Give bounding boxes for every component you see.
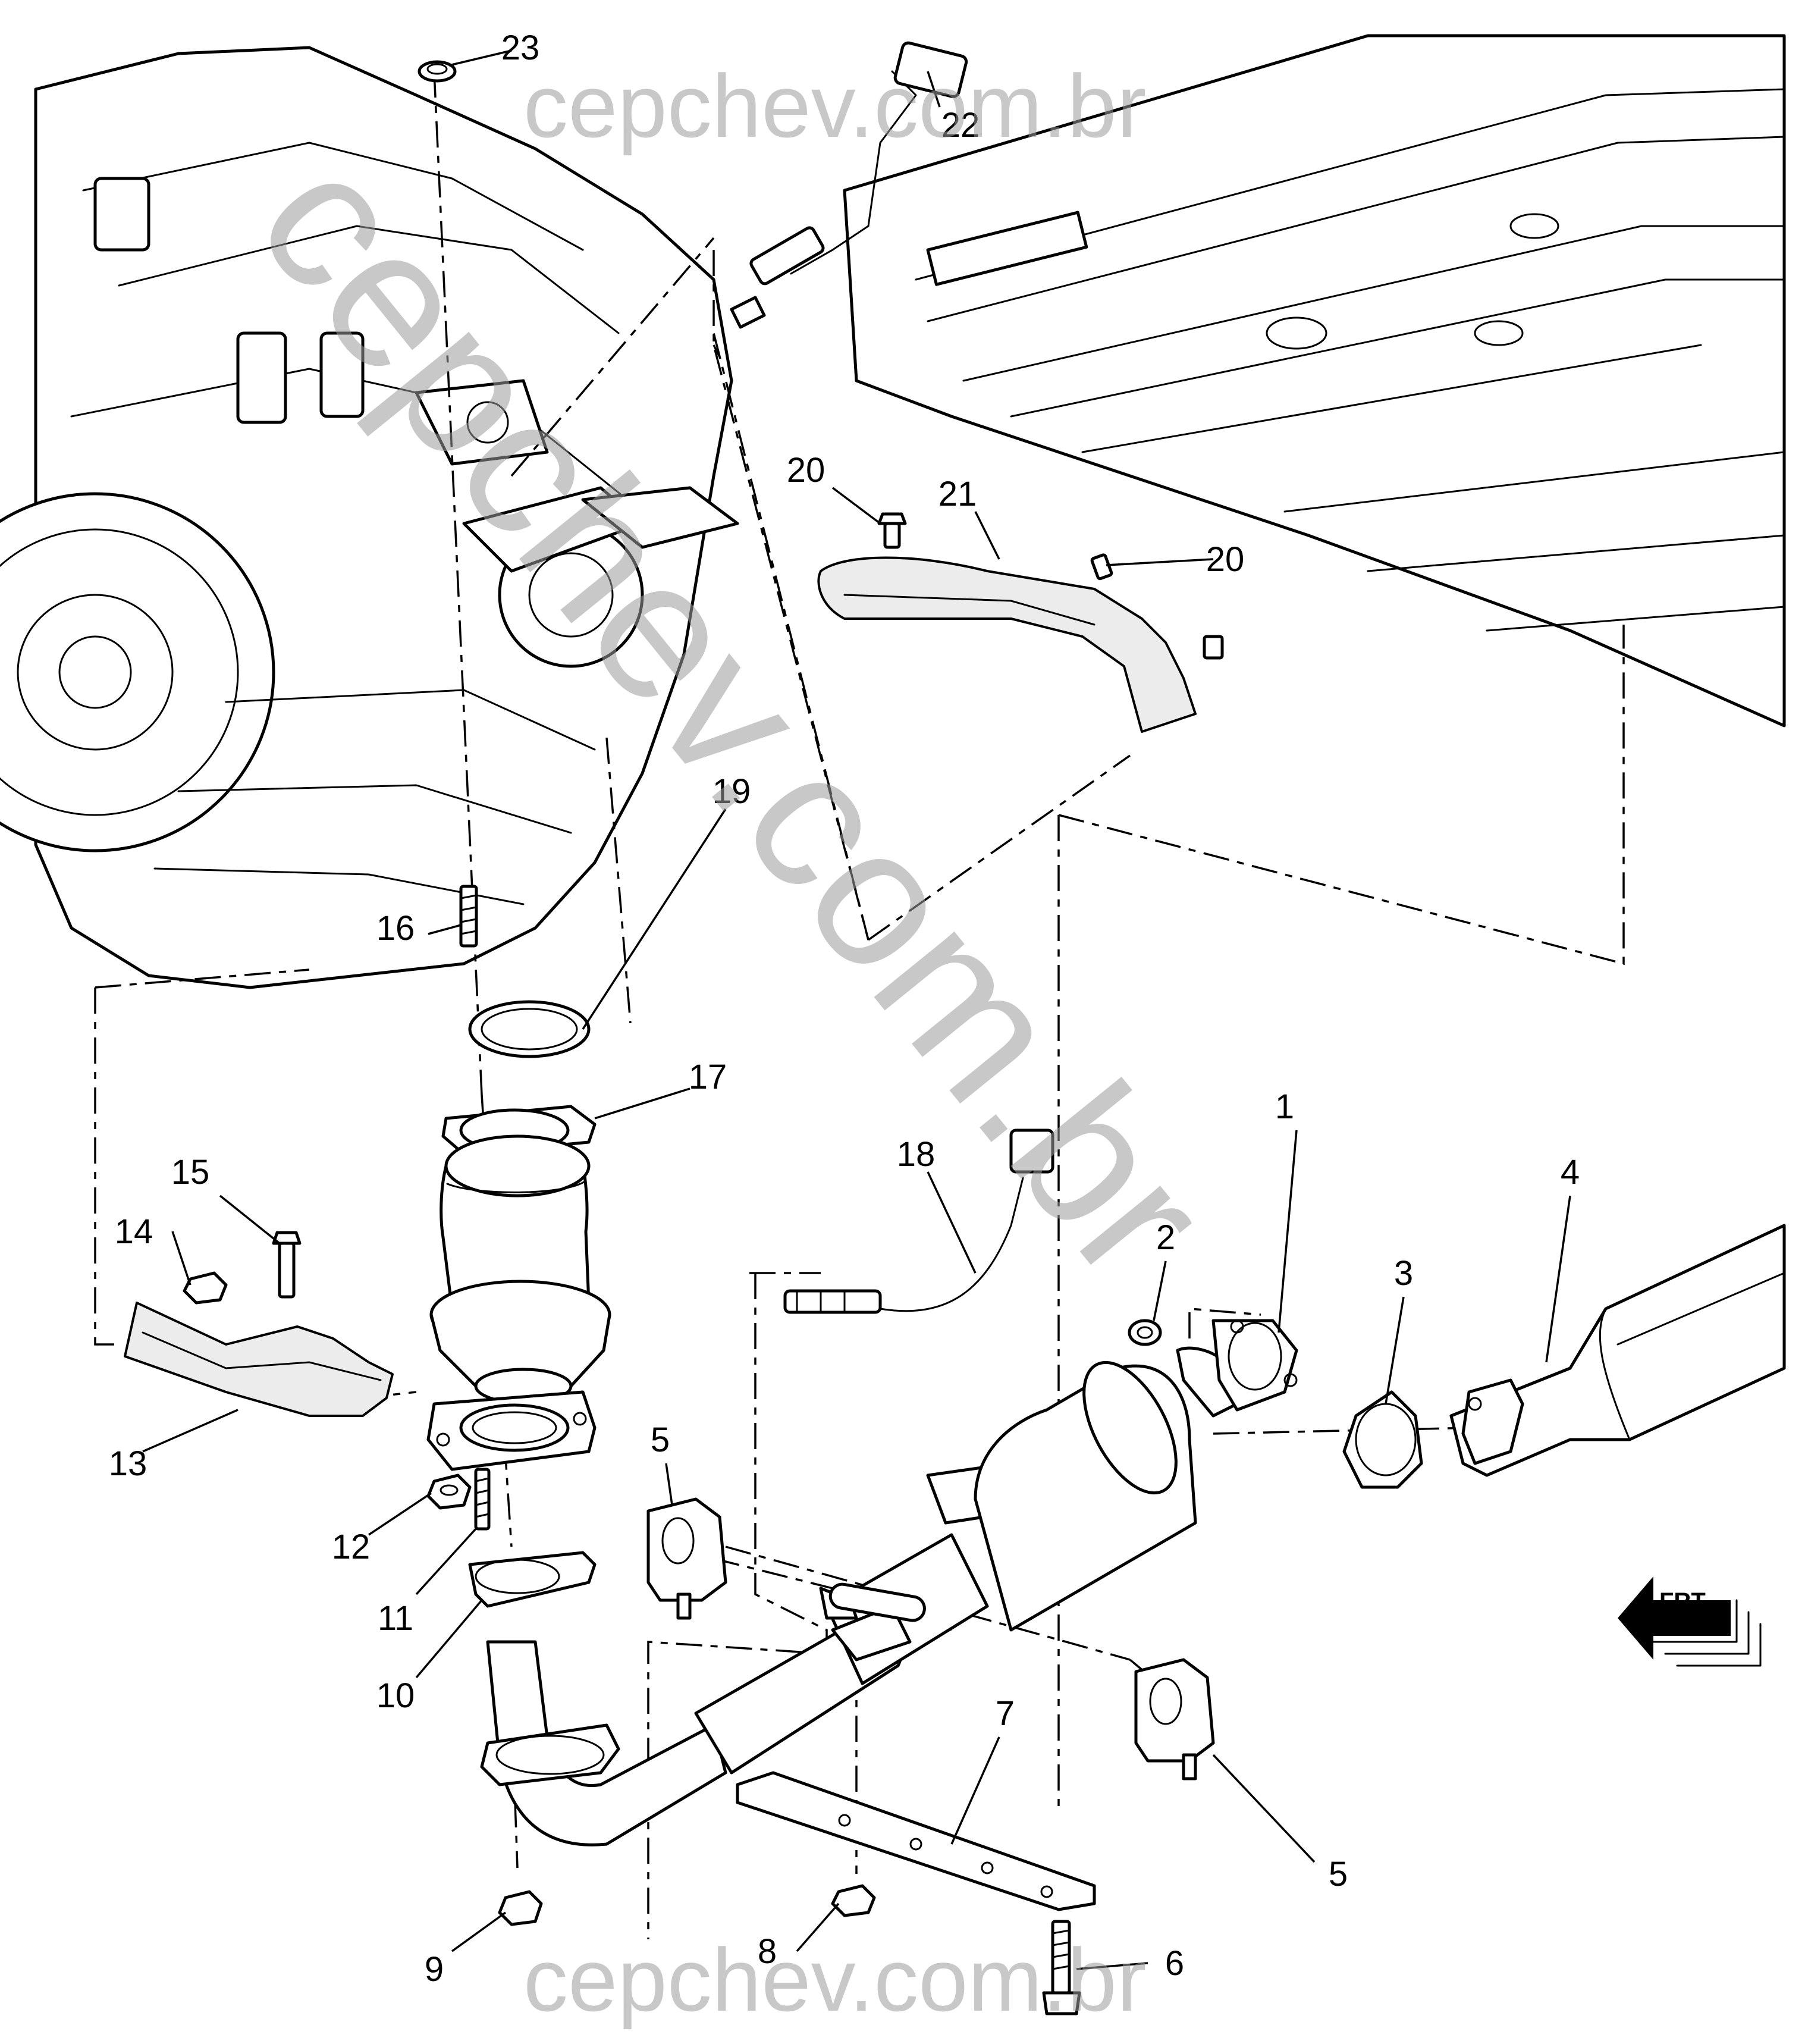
part-17-catalytic-converter <box>429 1105 611 1405</box>
front-direction-indicator: FRT <box>1618 1576 1762 1667</box>
callout-labels: 1 2 3 4 5 5 6 7 8 9 10 11 12 13 14 15 16… <box>109 29 1580 1989</box>
part-3-gasket <box>1342 1390 1423 1489</box>
front-exhaust-pipe <box>480 1462 1025 1847</box>
callout-18: 18 <box>897 1135 936 1174</box>
callout-15: 15 <box>171 1153 210 1192</box>
part-18-lower-oxygen-sensor <box>783 1128 1054 1314</box>
callout-6: 6 <box>1165 1944 1184 1983</box>
part-4-rear-muffler <box>1449 1224 1786 1477</box>
part-1-resonator <box>974 1319 1298 1632</box>
callout-19: 19 <box>712 772 751 811</box>
callout-22: 22 <box>941 106 980 145</box>
callout-5-upper: 5 <box>651 1421 670 1459</box>
part-14-nut <box>183 1271 228 1305</box>
callout-1: 1 <box>1275 1087 1294 1126</box>
callout-17: 17 <box>689 1058 727 1096</box>
part-8-nut <box>831 1884 876 1917</box>
part-9-nut <box>498 1890 543 1926</box>
part-21-heat-shield <box>817 556 1197 733</box>
front-direction-label: FRT <box>1659 1588 1706 1614</box>
flywheel <box>0 492 275 852</box>
part-5-hanger-upper <box>646 1497 727 1620</box>
callout-8: 8 <box>758 1932 777 1971</box>
part-10-gasket <box>468 1551 597 1608</box>
part-2-nut <box>1128 1319 1162 1346</box>
callout-4: 4 <box>1561 1153 1580 1192</box>
part-13-lower-shield <box>124 1302 394 1417</box>
front-direction-arrow-icon <box>1618 1576 1731 1660</box>
part-20-bolts <box>877 512 1224 660</box>
callout-20-left: 20 <box>787 451 825 490</box>
callout-13: 13 <box>109 1444 147 1483</box>
callout-11: 11 <box>378 1599 413 1638</box>
leader-lines <box>142 49 1571 1970</box>
callout-23: 23 <box>501 29 540 67</box>
callout-7: 7 <box>996 1694 1015 1733</box>
vehicle-underbody <box>843 34 1786 728</box>
callout-16: 16 <box>376 909 415 948</box>
callout-2: 2 <box>1156 1218 1175 1257</box>
bolt-20-a <box>877 512 907 549</box>
part-5-hanger-lower <box>1134 1658 1215 1780</box>
watermark-top: cepchev.com.br <box>523 56 1147 156</box>
callout-9: 9 <box>425 1950 444 1989</box>
part-23-nut <box>418 60 457 83</box>
callout-10: 10 <box>376 1676 415 1715</box>
callout-14: 14 <box>115 1212 153 1251</box>
callout-12: 12 <box>332 1528 371 1566</box>
converter-outlet-flange <box>426 1390 597 1471</box>
callout-5-lower: 5 <box>1329 1855 1348 1893</box>
part-11-stud <box>474 1468 491 1531</box>
callout-21: 21 <box>938 475 977 513</box>
callout-3: 3 <box>1394 1254 1413 1293</box>
part-6-bolt <box>1042 1920 1081 2015</box>
bolt-20-b <box>1090 553 1113 581</box>
part-16-stud <box>459 885 478 948</box>
part-22-upper-oxygen-sensor <box>730 41 968 329</box>
callout-20-right: 20 <box>1206 540 1245 579</box>
bolt-20-c <box>1203 635 1224 660</box>
part-7-bracket <box>736 1771 1096 1911</box>
part-15-bolt <box>272 1231 302 1299</box>
watermark-bottom: cepchev.com.br <box>523 1930 1147 2030</box>
part-12-nut <box>426 1474 472 1510</box>
part-19-gasket <box>468 1000 591 1058</box>
